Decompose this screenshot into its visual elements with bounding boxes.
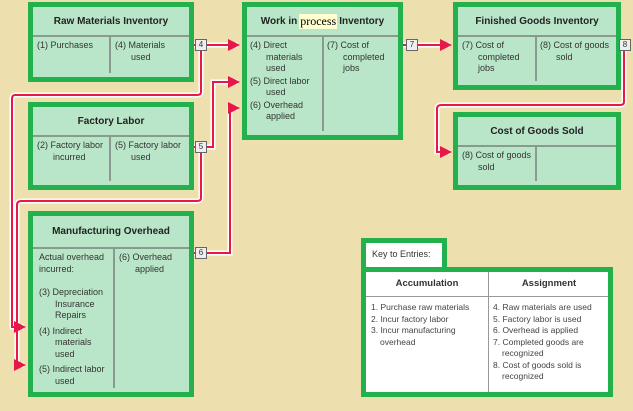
debit-entry: (3) Depreciation Insurance Repairs	[39, 287, 104, 320]
credit-entry: (4) Materials used	[115, 40, 166, 62]
debit-entry: (2) Factory labor incurred	[37, 140, 104, 162]
key-item: 5. Factory labor is used	[493, 313, 582, 324]
debit-entry: Actual overhead incurred:	[39, 252, 105, 274]
key-item: 6. Overhead is applied	[493, 325, 579, 335]
entry-badge-8: 8	[619, 39, 631, 51]
debit-entry: (5) Direct labor used	[250, 75, 310, 98]
entry-badge-7: 7	[406, 39, 418, 51]
debit-entry: (4) Direct materials used	[250, 40, 303, 73]
debit-entry: (6) Overhead applied	[250, 99, 304, 122]
account-title: Cost of Goods Sold	[458, 117, 616, 147]
credit-entry: (5) Factory labor used	[115, 140, 182, 162]
credit-entry: (8) Cost of goods sold	[540, 40, 610, 62]
assignment-header: Assignment	[521, 278, 577, 289]
credit-entry: (7) Cost of completed jobs	[327, 40, 385, 73]
key-item: 4. Raw materials are used	[493, 302, 592, 312]
key-item: 8. Cost of goods sold is recognized	[493, 359, 582, 382]
key-to-entries-table: Accumulation Assignment 1. Purchase raw …	[361, 267, 613, 397]
debit-entry: (4) Indirect materials used	[39, 325, 92, 359]
account-title: Finished Goods Inventory	[458, 7, 616, 37]
entry-badge-5: 5	[195, 141, 207, 153]
credit-entry: (6) Overhead applied	[119, 252, 173, 274]
account-title: Raw Materials Inventory	[33, 7, 189, 37]
debit-entry: (1) Purchases	[37, 40, 94, 50]
arrow-5-moh	[14, 152, 202, 371]
account-title: Manufacturing Overhead	[33, 216, 189, 249]
account-title: Factory Labor	[33, 107, 189, 137]
key-item: 7. Completed goods are recognized	[493, 336, 584, 359]
entry-badge-6: 6	[195, 247, 207, 259]
arrow-4-moh	[11, 50, 202, 333]
manufacturing-overhead-account: Manufacturing Overhead Actual overhead i…	[28, 211, 194, 397]
cost-of-goods-sold-account: Cost of Goods Sold (8) Cost of goods sol…	[453, 112, 621, 190]
key-item: 3. Incur manufacturing overhead	[371, 325, 456, 347]
arrow-8-cogs	[436, 44, 625, 158]
factory-labor-account: Factory Labor (2) Factory labor incurred…	[28, 102, 194, 190]
raw-materials-account: Raw Materials Inventory (1) Purchases (4…	[28, 2, 194, 82]
entry-badge-4: 4	[195, 39, 207, 51]
accumulation-header: Accumulation	[395, 278, 459, 289]
key-label: Key to Entries:	[361, 238, 447, 268]
debit-entry: (5) Indirect labor used	[39, 364, 105, 386]
key-item: 1. Purchase raw materials	[371, 302, 470, 312]
debit-entry: (8) Cost of goods sold	[462, 150, 532, 172]
key-item: 2. Incur factory labor	[371, 313, 449, 324]
finished-goods-account: Finished Goods Inventory (7) Cost of com…	[453, 2, 621, 90]
debit-entry: (7) Cost of completed jobs	[462, 40, 520, 73]
